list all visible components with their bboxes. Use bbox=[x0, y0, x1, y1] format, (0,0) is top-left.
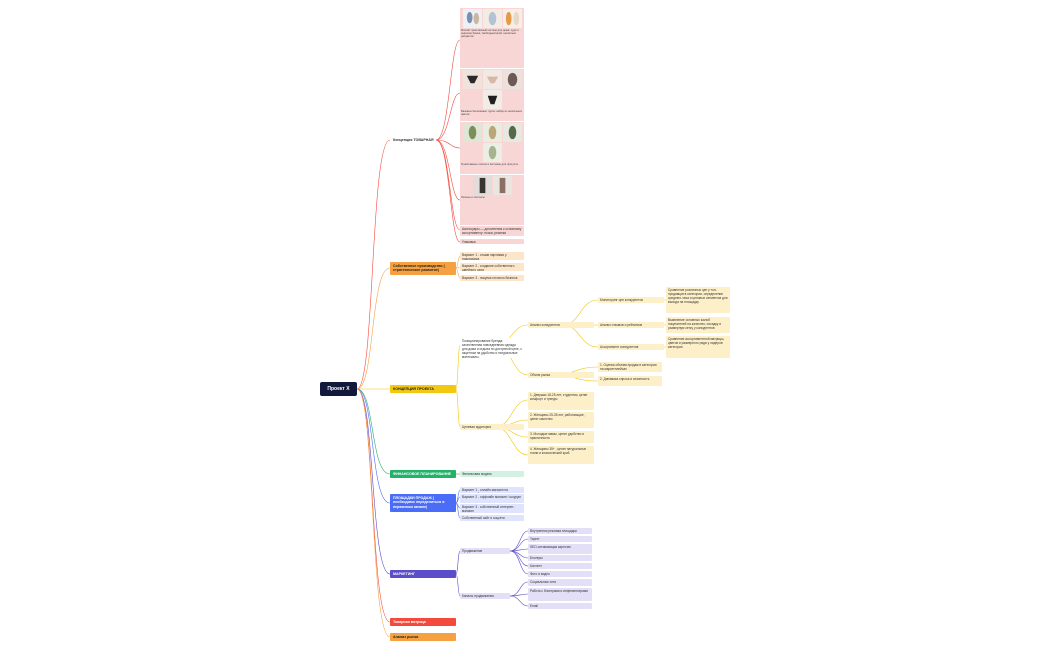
branch-project-concept[interactable]: КОНЦЕПЦИЯ ПРОЕКТА bbox=[390, 385, 456, 393]
product-photo-group bbox=[461, 9, 523, 28]
product-photo bbox=[502, 9, 522, 28]
market-size-node[interactable]: Объем рынка bbox=[528, 372, 594, 378]
market-item[interactable]: 1. Оценка объема продаж в категории на м… bbox=[598, 362, 662, 372]
channel-item[interactable]: Email bbox=[528, 603, 592, 609]
product-photo bbox=[482, 143, 502, 162]
competitor-note[interactable]: Сравнение ассортиментной матрицы, цветов… bbox=[666, 336, 730, 358]
audience-node[interactable]: Целевая аудитория bbox=[460, 424, 524, 430]
concept-extra[interactable]: Аксессуары — дополнения к основному ассо… bbox=[460, 226, 524, 236]
audience-item[interactable]: 2. Женщины 25-35 лет, работающие, ценят … bbox=[528, 412, 594, 428]
product-photo bbox=[502, 70, 522, 89]
concept-card-caption: Мягкий трикотажный костюм для дома: худи… bbox=[461, 29, 519, 39]
branch-team[interactable]: Товарная матрица bbox=[390, 618, 456, 626]
promo-item[interactable]: Фото и видео bbox=[528, 571, 592, 577]
concept-card[interactable]: Мягкий трикотажный костюм для дома: худи… bbox=[460, 8, 524, 68]
product-photo bbox=[462, 123, 482, 142]
product-photo bbox=[502, 123, 522, 142]
product-photo bbox=[482, 123, 502, 142]
branch-marketing[interactable]: МАРКЕТИНГ bbox=[390, 570, 456, 578]
marketing-channels[interactable]: Каналы продвижения bbox=[460, 593, 510, 599]
branch-own-production[interactable]: Собственное производство ( стратегическо… bbox=[390, 262, 456, 275]
own-production-option[interactable]: Вариант 3 - покупка готового бизнеса bbox=[460, 275, 524, 281]
channel-item[interactable]: Социальные сети bbox=[528, 579, 592, 586]
concept-card-caption: Базовые бесшовные трусы: набор из нескол… bbox=[461, 110, 523, 117]
product-photo bbox=[462, 9, 482, 28]
concept-card-caption: Лосины и леггинсы bbox=[461, 196, 485, 199]
platform-option[interactable]: Собственный сайт и соцсети bbox=[460, 515, 524, 521]
platform-option[interactable]: Вариант 3 - собственный интернет-магазин bbox=[460, 504, 524, 513]
channel-item[interactable]: Работа с блогерами и инфлюенсерами bbox=[528, 588, 592, 601]
product-photo bbox=[462, 70, 482, 89]
competitors-node[interactable]: Анализ конкурентов bbox=[528, 322, 594, 328]
promo-item[interactable]: Внутренняя реклама площадки bbox=[528, 528, 592, 534]
concept-packaging[interactable]: Упаковка bbox=[460, 239, 524, 244]
competitor-sub[interactable]: Ассортимент конкурентов bbox=[598, 344, 664, 350]
platform-option[interactable]: Вариант 2 - оффлайн магазин / шоурум bbox=[460, 494, 524, 503]
branch-finance[interactable]: ФИНАНСОВОЕ ПЛАНИРОВАНИЕ bbox=[390, 470, 456, 478]
root-node[interactable]: Проект Х bbox=[320, 382, 357, 396]
audience-item[interactable]: 1. Девушки 18-25 лет, студентки, ценят к… bbox=[528, 392, 594, 410]
competitor-sub[interactable]: Анализ отзывов и рейтингов bbox=[598, 322, 664, 328]
concept-card-caption: Трикотажные платья и костюмы для прогуло… bbox=[461, 163, 518, 166]
promo-item[interactable]: SEO-оптимизация карточек bbox=[528, 544, 592, 554]
audience-item[interactable]: 3. Молодые мамы, ценят удобство и практи… bbox=[528, 431, 594, 443]
marketing-promo[interactable]: Продвижение bbox=[460, 548, 510, 554]
product-photo-group bbox=[461, 70, 523, 109]
branch-market[interactable]: Анализ рынка bbox=[390, 633, 456, 641]
competitor-sub[interactable]: Мониторинг цен конкурентов bbox=[598, 297, 664, 303]
product-photo bbox=[482, 70, 502, 89]
product-photo-group bbox=[461, 176, 523, 195]
branch-platforms[interactable]: ПЛОЩАДКИ ПРОДАЖ ( необходимо определитьс… bbox=[390, 494, 456, 512]
promo-item[interactable]: Блогеры bbox=[528, 555, 592, 561]
market-item[interactable]: 2. Динамика спроса и сезонность bbox=[598, 376, 662, 386]
branch-concept[interactable]: Концепция ТОВАРНАЯ bbox=[393, 138, 434, 142]
competitor-note[interactable]: Выявление основных жалоб покупателей на … bbox=[666, 317, 730, 333]
concept-card[interactable]: Лосины и леггинсы bbox=[460, 175, 524, 225]
promo-item[interactable]: Контент bbox=[528, 563, 592, 569]
product-photo bbox=[492, 176, 512, 195]
product-photo-group bbox=[461, 123, 523, 162]
promo-item[interactable]: Таргет bbox=[528, 536, 592, 542]
finance-item[interactable]: Финансовая модель bbox=[460, 471, 524, 477]
competitor-note[interactable]: Сравнение розничных цен у топ-продавцов … bbox=[666, 287, 730, 313]
own-production-option[interactable]: Вариант 1 - отшив партиями у подрядчика bbox=[460, 252, 524, 260]
own-production-option[interactable]: Вариант 2 - создание собственного швейно… bbox=[460, 263, 524, 271]
product-photo bbox=[472, 176, 492, 195]
concept-card[interactable]: Трикотажные платья и костюмы для прогуло… bbox=[460, 122, 524, 174]
concept-intro[interactable]: Позиционирование бренда: качественная по… bbox=[460, 338, 524, 358]
product-photo bbox=[482, 9, 502, 28]
audience-item[interactable]: 4. Женщины 35+ , ценят натуральные ткани… bbox=[528, 446, 594, 464]
concept-card[interactable]: Базовые бесшовные трусы: набор из нескол… bbox=[460, 69, 524, 121]
platform-option[interactable]: Вариант 1 - онлайн-магазин на маркетплей… bbox=[460, 487, 524, 493]
product-photo bbox=[482, 90, 502, 109]
